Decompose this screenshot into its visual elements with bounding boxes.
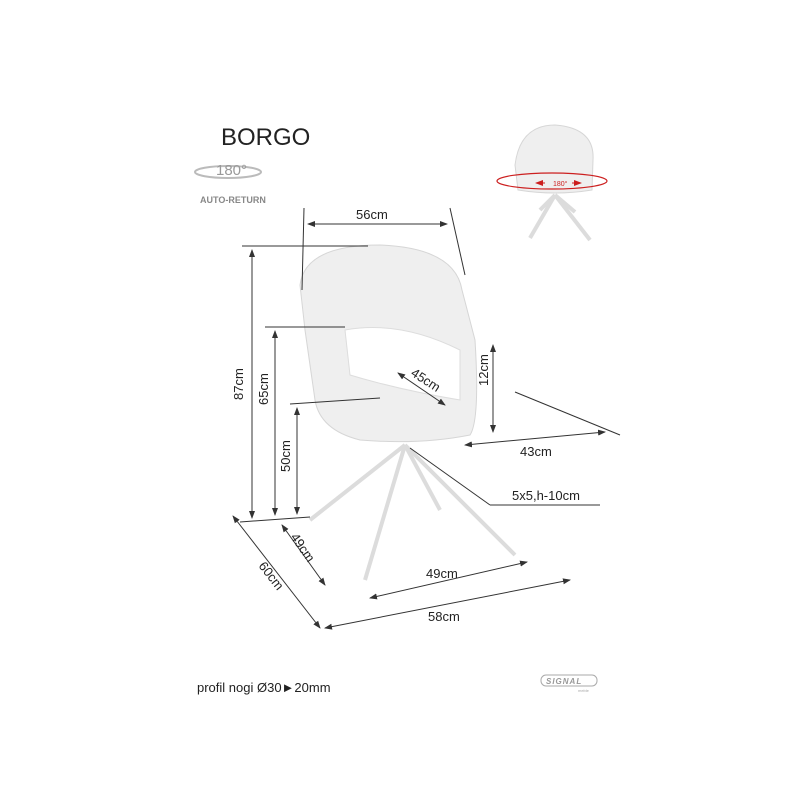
dim-width: 58cm (428, 609, 460, 624)
brand-name: SIGNAL (546, 677, 582, 686)
dim-arm-height: 12cm (476, 354, 491, 386)
dim-width-top: 56cm (356, 207, 388, 222)
dim-seat-width: 43cm (520, 444, 552, 459)
signal-logo: SIGNAL meble (540, 674, 598, 693)
rotation-preview: 180° (496, 124, 608, 242)
preview-angle: 180° (553, 180, 568, 188)
dimension-lines (232, 207, 621, 630)
dim-leg-width: 49cm (426, 566, 458, 581)
product-title: BORGO (221, 124, 310, 151)
dim-leg-depth: 49cm (288, 530, 319, 565)
dim-height-total: 87cm (231, 368, 246, 400)
brand-sub: meble (578, 688, 590, 693)
dim-depth: 60cm (256, 559, 287, 593)
dim-base: 5x5,h-10cm (512, 488, 580, 503)
dim-height-arm: 65cm (256, 373, 271, 405)
rotation-icon: 180° AUTO-RETURN (194, 162, 266, 205)
rotation-angle: 180° (216, 162, 247, 179)
chair-drawing (299, 244, 517, 581)
dim-height-seat: 50cm (278, 440, 293, 472)
leg-profile-note: profil nogi Ø30►20mm (197, 680, 331, 695)
auto-return-label: AUTO-RETURN (200, 195, 266, 205)
